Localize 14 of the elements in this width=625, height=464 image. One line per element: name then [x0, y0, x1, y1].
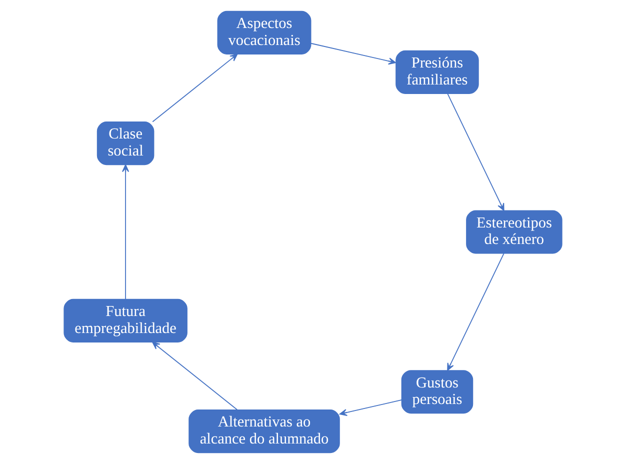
arrow: [338, 400, 402, 416]
node-box: Estereotipos de xénero: [466, 210, 562, 254]
node-box: Clase social: [96, 122, 154, 166]
arrow: [152, 342, 238, 410]
node-box: Aspectos vocacionais: [216, 10, 311, 54]
node-box: Presións familiares: [395, 50, 478, 94]
arrow: [310, 42, 396, 65]
node-box: Alternativas ao alcance do alumnado: [188, 410, 340, 454]
arrow: [122, 164, 129, 300]
arrow: [446, 253, 504, 371]
arrow: [152, 54, 238, 122]
arrow: [446, 93, 504, 211]
node-box: Futura empregabilidade: [63, 298, 187, 342]
node-box: Gustos persoais: [400, 370, 473, 414]
